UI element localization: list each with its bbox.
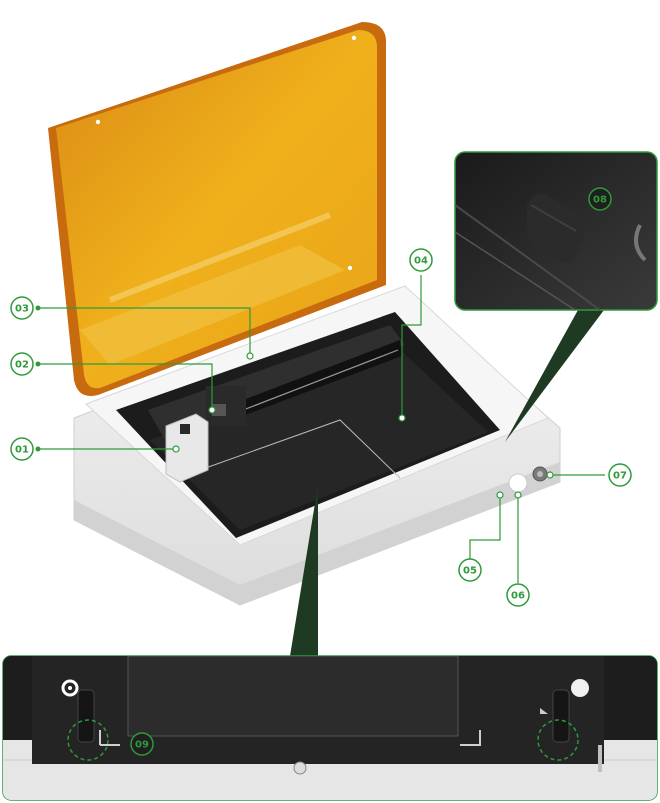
- circle-button-icon: [509, 474, 527, 492]
- callout-label: 04: [414, 256, 428, 267]
- callout-label: 01: [15, 445, 29, 456]
- callout-label: 05: [463, 566, 477, 577]
- callout-label: 03: [15, 304, 29, 315]
- callout-label: 08: [593, 195, 607, 206]
- callout-03: 03: [11, 297, 33, 319]
- leader-anchors: [36, 306, 41, 452]
- callout-08: 08: [589, 188, 611, 210]
- callout-label: 06: [511, 591, 525, 602]
- callout-label: 07: [613, 471, 627, 482]
- callout-01: 01: [11, 438, 33, 460]
- callout-05: 05: [459, 559, 481, 581]
- callout-06: 06: [507, 584, 529, 606]
- callout-07: 07: [609, 464, 631, 486]
- callout-04: 04: [410, 249, 432, 271]
- callout-label: 09: [135, 740, 149, 751]
- laser-module-shape: [166, 414, 208, 482]
- callout-02: 02: [11, 353, 33, 375]
- callout-label: 02: [15, 360, 29, 371]
- callout-09: 09: [131, 733, 153, 755]
